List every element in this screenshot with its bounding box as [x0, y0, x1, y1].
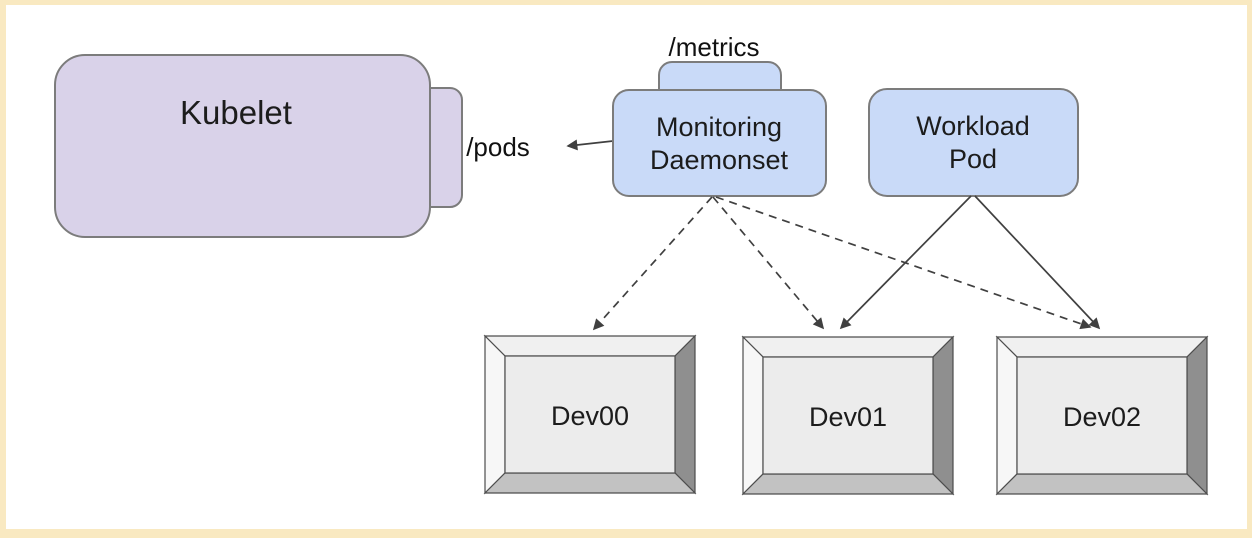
dev01-bevel-bottom — [741, 473, 955, 495]
device-node-dev02: Dev02 — [995, 335, 1209, 496]
dev00-label: Dev00 — [551, 401, 629, 431]
dev00-bevel-bottom — [483, 472, 697, 494]
workload-pod-box — [868, 88, 1079, 197]
edge-workload-to-dev02 — [974, 195, 1101, 330]
dev02-bevel-top — [995, 336, 1209, 358]
workload-pod-label-line1: Workload — [916, 111, 1030, 141]
kubelet-node: Kubelet — [54, 54, 463, 238]
device-node-dev00: Dev00 — [483, 334, 697, 495]
edge-workload-to-dev01 — [839, 195, 972, 330]
monitoring-daemonset-node: /metrics Monitoring Daemonset — [612, 32, 827, 197]
dev01-face — [762, 356, 934, 475]
monitoring-daemonset-box — [612, 89, 827, 197]
monitoring-daemonset-label-line2: Daemonset — [650, 145, 789, 175]
dev00-bevel-left — [484, 334, 506, 495]
pods-endpoint-label: /pods — [466, 132, 530, 162]
workload-pod-label-line2: Pod — [949, 144, 997, 174]
kubelet-box — [54, 54, 431, 238]
dev02-bevel-left — [996, 335, 1018, 496]
dev00-bevel-right — [674, 334, 696, 495]
edge-daemonset-to-dev02 — [715, 196, 1092, 330]
dev01-bevel-right — [932, 335, 954, 496]
dev02-label: Dev02 — [1063, 402, 1141, 432]
dev02-bevel-bottom — [995, 473, 1209, 495]
dev01-bevel-top — [741, 336, 955, 358]
kubelet-label: Kubelet — [180, 94, 292, 131]
edge-daemonset-to-pods — [566, 139, 614, 151]
edge-daemonset-to-dev01 — [712, 196, 825, 330]
workload-pod-node: Workload Pod — [868, 88, 1079, 197]
dev00-face — [504, 355, 676, 474]
dev01-label: Dev01 — [809, 402, 887, 432]
dev02-bevel-right — [1186, 335, 1208, 496]
device-node-dev01: Dev01 — [741, 335, 955, 496]
dev01-bevel-left — [742, 335, 764, 496]
metrics-endpoint-label: /metrics — [669, 32, 760, 62]
dev00-bevel-top — [483, 335, 697, 357]
edge-daemonset-to-dev00 — [592, 196, 713, 331]
monitoring-daemonset-label-line1: Monitoring — [656, 112, 782, 142]
dev02-face — [1016, 356, 1188, 475]
